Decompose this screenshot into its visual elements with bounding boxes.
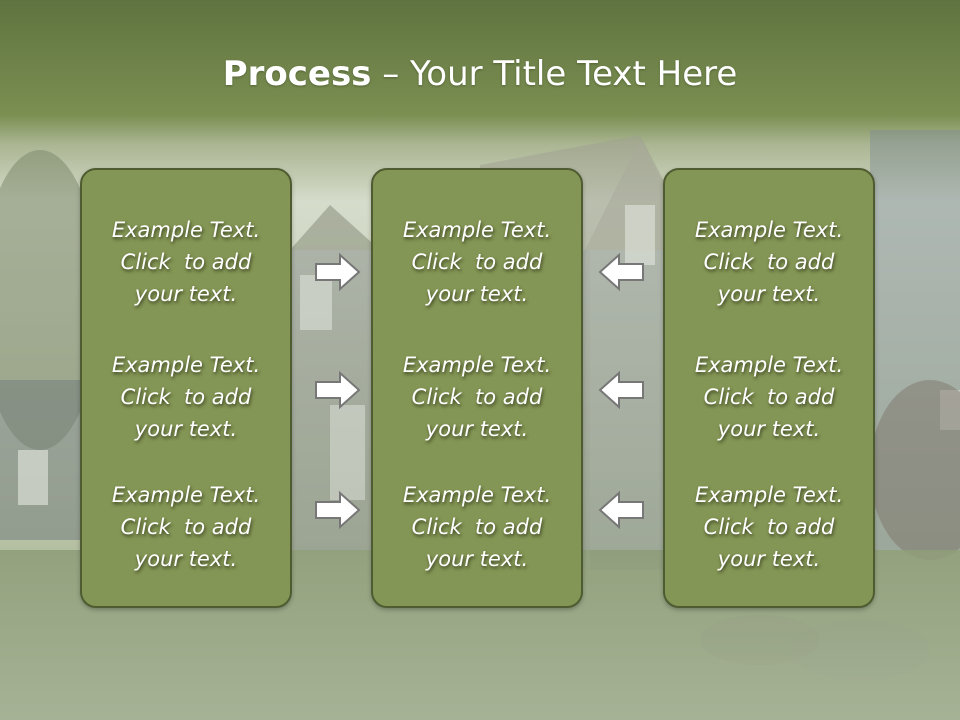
text-line: Click to add — [703, 250, 835, 274]
text-line: Example Text. — [402, 483, 552, 507]
text-line: your text. — [717, 417, 821, 441]
text-line: Click to add — [411, 385, 543, 409]
panel-text-block[interactable]: Example Text. Click to add your text. — [373, 479, 581, 575]
panel-text-block[interactable]: Example Text. Click to add your text. — [665, 349, 873, 445]
text-line: Example Text. — [402, 218, 552, 242]
arrow-left-icon — [598, 490, 644, 530]
text-line: Click to add — [703, 515, 835, 539]
text-line: Example Text. — [694, 483, 844, 507]
panel-text-block[interactable]: Example Text. Click to add your text. — [373, 349, 581, 445]
text-line: your text. — [425, 417, 529, 441]
text-line: Click to add — [411, 515, 543, 539]
panel-text-block[interactable]: Example Text. Click to add your text. — [82, 349, 290, 445]
text-line: your text. — [717, 547, 821, 571]
text-line: Example Text. — [111, 483, 261, 507]
text-line: your text. — [425, 547, 529, 571]
process-panel-right[interactable]: Example Text. Click to add your text. Exam… — [663, 168, 875, 608]
text-line: Example Text. — [402, 353, 552, 377]
text-line: your text. — [134, 282, 238, 306]
text-line: Click to add — [120, 515, 252, 539]
slide-title: Process – Your Title Text Here — [0, 52, 960, 96]
text-line: Example Text. — [111, 218, 261, 242]
title-bold-text: Process — [222, 54, 372, 94]
text-line: Example Text. — [694, 218, 844, 242]
process-panel-left[interactable]: Example Text. Click to add your text. Exam… — [80, 168, 292, 608]
text-line: your text. — [425, 282, 529, 306]
text-line: Example Text. — [694, 353, 844, 377]
arrow-right-icon — [315, 490, 361, 530]
arrow-left-icon — [598, 370, 644, 410]
text-line: Click to add — [120, 385, 252, 409]
text-line: Example Text. — [111, 353, 261, 377]
arrow-left-icon — [598, 252, 644, 292]
panel-text-block[interactable]: Example Text. Click to add your text. — [665, 479, 873, 575]
panel-text-block[interactable]: Example Text. Click to add your text. — [373, 214, 581, 310]
text-line: your text. — [134, 417, 238, 441]
panel-text-block[interactable]: Example Text. Click to add your text. — [82, 479, 290, 575]
title-rest-text: – Your Title Text Here — [371, 54, 738, 94]
panel-text-block[interactable]: Example Text. Click to add your text. — [665, 214, 873, 310]
arrow-right-icon — [315, 252, 361, 292]
text-line: Click to add — [411, 250, 543, 274]
panel-text-block[interactable]: Example Text. Click to add your text. — [82, 214, 290, 310]
text-line: your text. — [134, 547, 238, 571]
text-line: your text. — [717, 282, 821, 306]
text-line: Click to add — [120, 250, 252, 274]
text-line: Click to add — [703, 385, 835, 409]
arrow-right-icon — [315, 370, 361, 410]
process-panel-middle[interactable]: Example Text. Click to add your text. Exam… — [371, 168, 583, 608]
